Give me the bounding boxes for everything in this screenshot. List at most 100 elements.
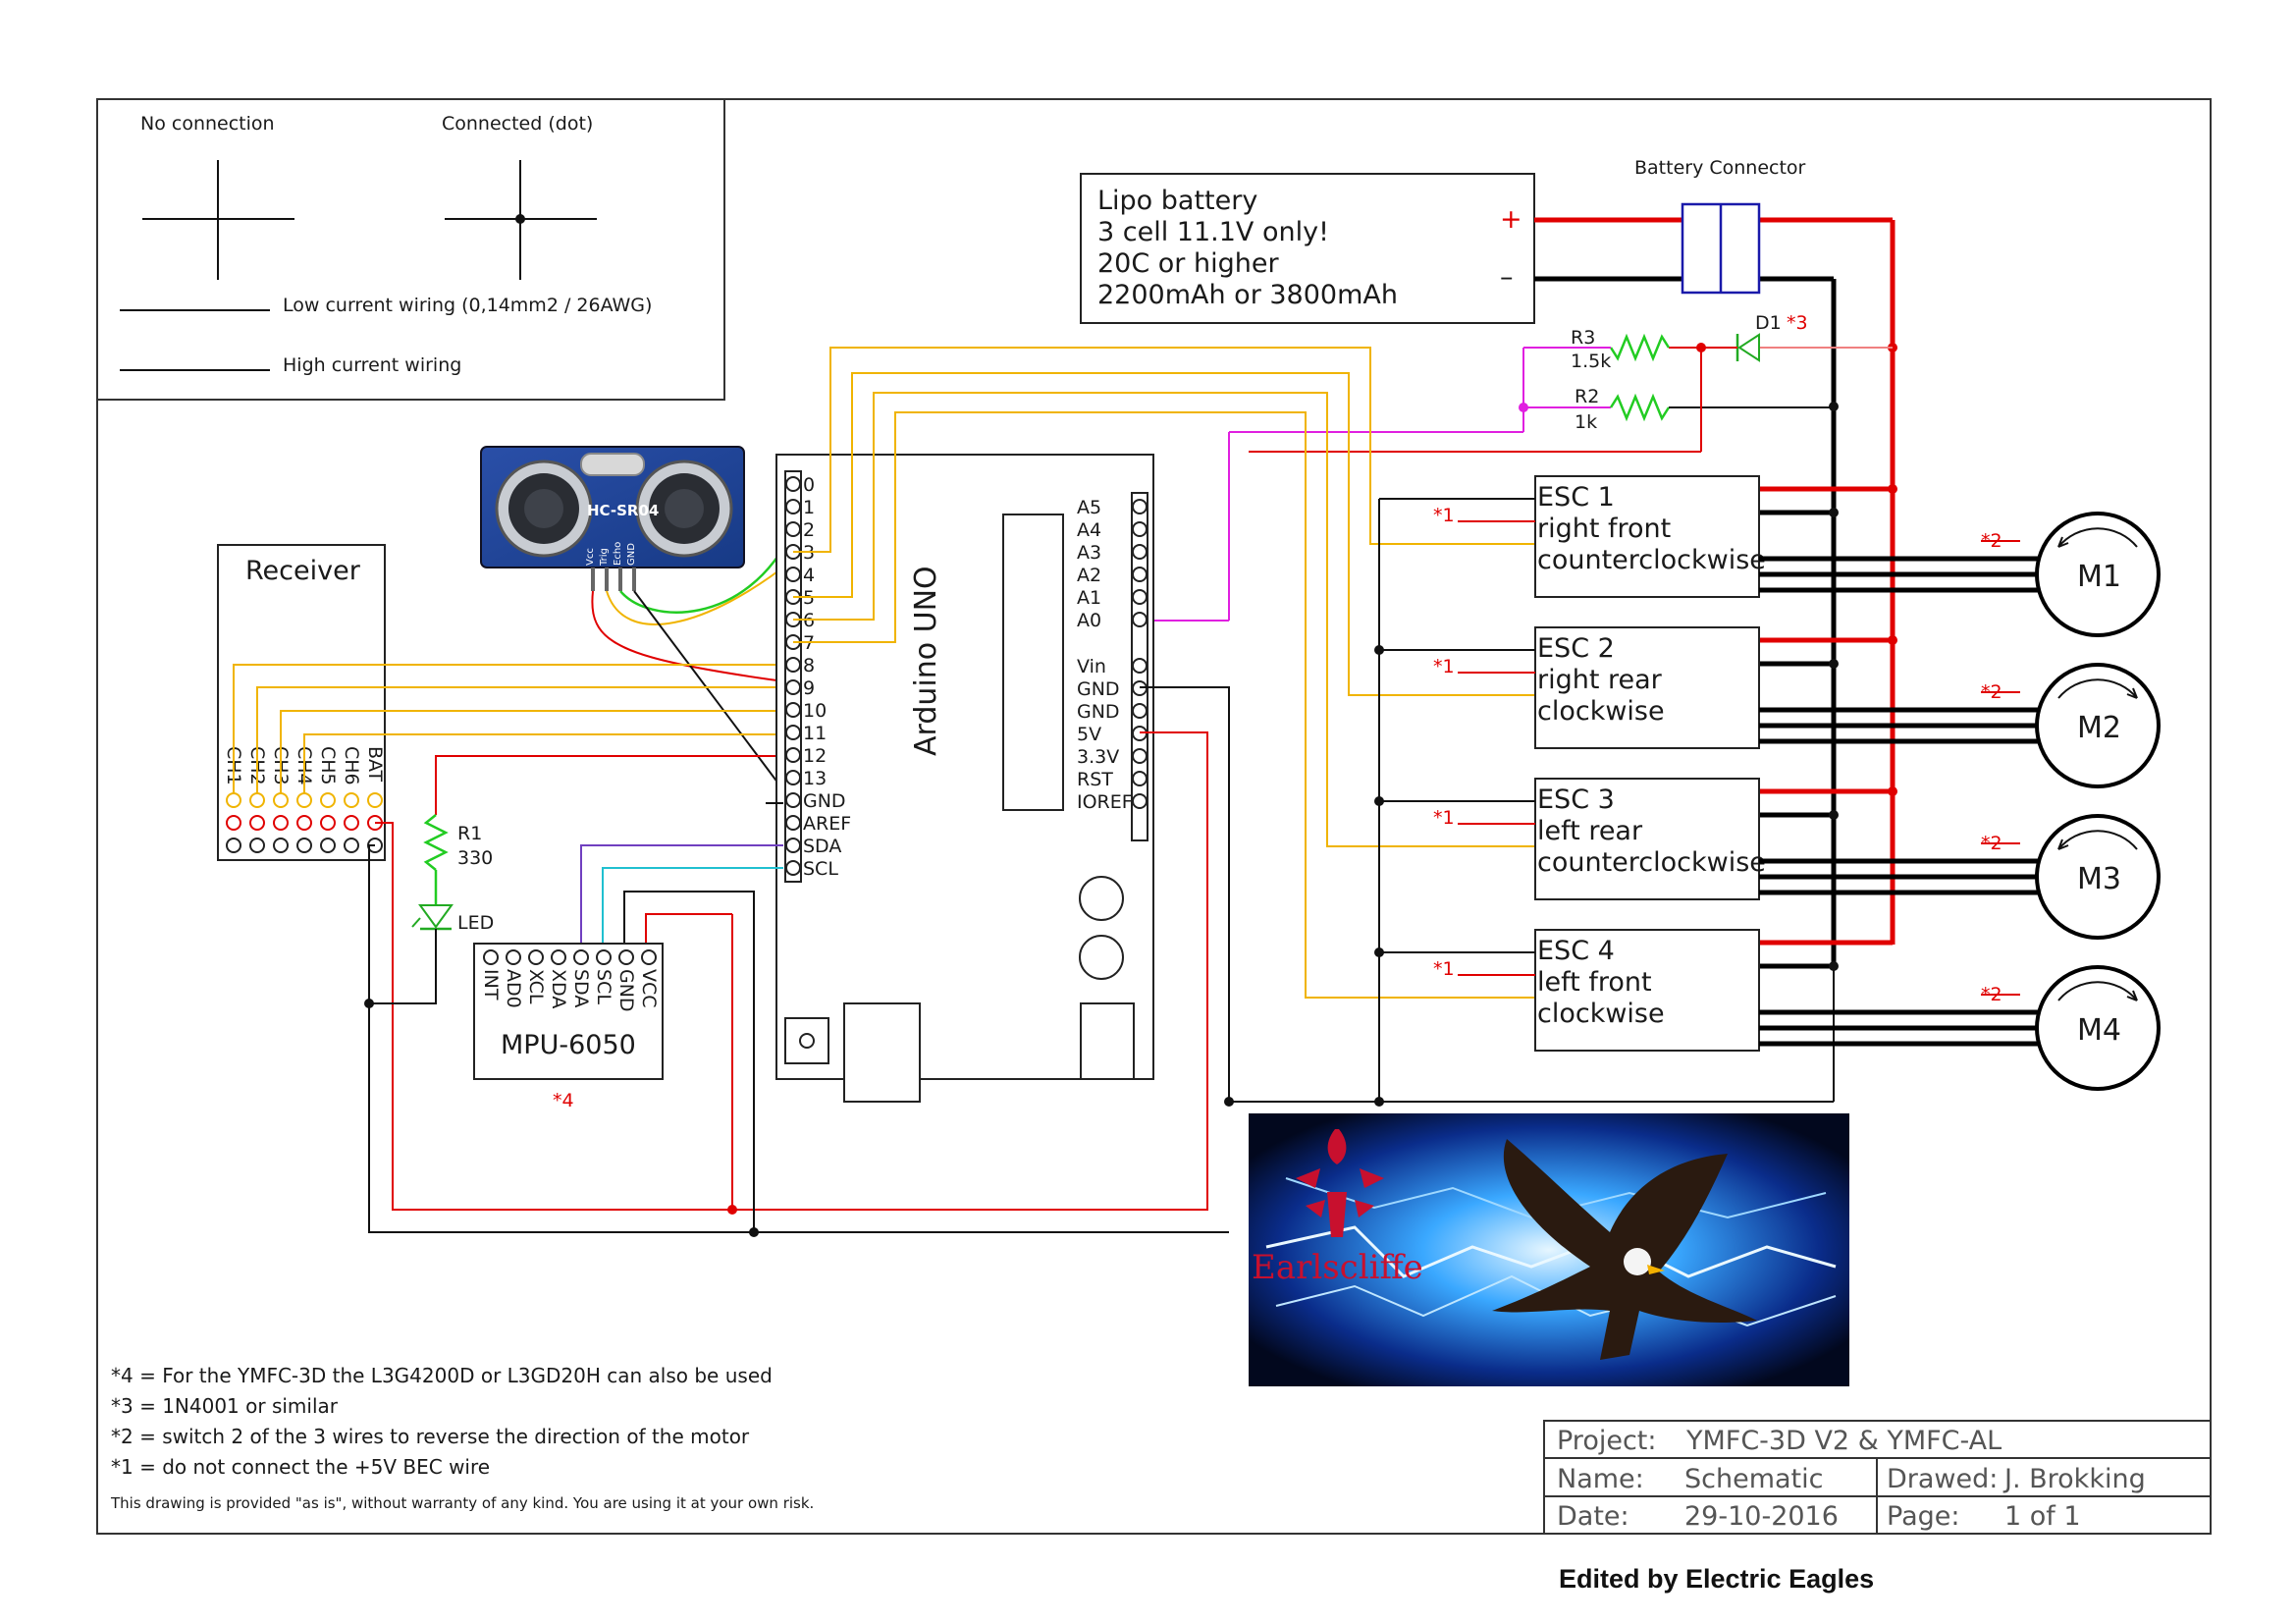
status-led-circuit: R1 330 LED [364, 755, 783, 1008]
arduino-pin-hole [785, 679, 801, 695]
battery-connector-label: Battery Connector [1634, 157, 1806, 179]
arduino-analog-pin-label: A4 [1077, 519, 1101, 541]
arduino-pin-hole [785, 567, 801, 582]
arduino-power-pin-label: Vin [1077, 656, 1106, 677]
esc-power-taps [1759, 343, 1897, 971]
footnote-3: *3 = 1N4001 or similar [111, 1394, 339, 1418]
arduino-power-pin-label: GND [1077, 678, 1120, 700]
esc-position: right rear [1537, 665, 1663, 695]
arduino-pin-hole [1132, 567, 1148, 582]
mpu-pin-label: SCL [593, 969, 614, 1004]
logo-text: Earlscliffe [1252, 1248, 1423, 1287]
esc-note: *1 [1433, 505, 1455, 526]
battery-line-1: Lipo battery [1097, 186, 1257, 216]
arduino-pin-hole [785, 838, 801, 853]
arduino-pin-hole [785, 702, 801, 718]
motor-m1: M1*2 [1759, 512, 2161, 637]
arduino-power-pin-label: RST [1077, 769, 1113, 790]
arduino-power-pin-label: GND [1077, 701, 1120, 723]
mpu-pin-label: XDA [548, 969, 569, 1008]
arduino-pin-hole [1132, 771, 1148, 786]
r3-value: 1.5k [1571, 351, 1611, 372]
sensor-pin-trig: Trig [599, 548, 610, 567]
arduino-digital-pin-label: SCL [803, 858, 838, 880]
mpu-6050: MPU-6050 *4 [473, 943, 664, 1111]
receiver-ch5: CH5 [317, 746, 339, 785]
arduino-pin-hole [1132, 658, 1148, 674]
arduino-pin-hole [785, 747, 801, 763]
sensor-pin-gnd: GND [626, 543, 637, 566]
hc-sr04-sensor: HC-SR04 Vcc Trig Echo GND [480, 446, 745, 591]
led-symbol [418, 904, 454, 929]
name-value: Schematic [1684, 1464, 1824, 1494]
arduino-pin-hole [785, 499, 801, 514]
footnote-4: *4 = For the YMFC-3D the L3G4200D or L3G… [111, 1364, 773, 1387]
esc-note: *1 [1433, 807, 1455, 829]
receiver-bat: BAT [364, 746, 386, 783]
arduino-pin-hole [785, 860, 801, 876]
drawed-value: J. Brokking [2002, 1464, 2146, 1494]
lipo-battery: Lipo battery 3 cell 11.1V only! 20C or h… [1080, 173, 1535, 324]
arduino-pin-hole [1132, 748, 1148, 764]
arduino-digital-pin-label: 10 [803, 700, 827, 722]
mpu-pin-hole [596, 949, 612, 965]
arduino-digital-pin-label: 12 [803, 745, 827, 767]
esc-note: *1 [1433, 656, 1455, 677]
arduino-pin-hole [785, 476, 801, 492]
eagle-silhouette [1492, 1139, 1757, 1360]
arduino-pin-hole [785, 815, 801, 831]
date-value: 29-10-2016 [1684, 1501, 1839, 1532]
led-label: LED [457, 912, 494, 934]
battery-line-3: 20C or higher [1097, 248, 1279, 279]
arduino-pin-hole [1132, 589, 1148, 605]
arduino-digital-pin-label: 4 [803, 565, 815, 586]
footnote-2: *2 = switch 2 of the 3 wires to reverse … [111, 1425, 750, 1448]
arduino-digital-pin-label: 1 [803, 497, 815, 518]
esc-direction: counterclockwise [1537, 847, 1766, 878]
sensor-pin-vcc: Vcc [585, 548, 596, 566]
esc-note: *1 [1433, 958, 1455, 980]
project-label: Project: [1557, 1426, 1656, 1456]
connection-dot [515, 214, 525, 224]
legend-connected: Connected (dot) [442, 113, 593, 135]
r2-name: R2 [1575, 386, 1599, 407]
battery-line-4: 2200mAh or 3800mAh [1097, 280, 1398, 310]
arduino-digital-pin-label: AREF [803, 813, 851, 835]
mpu-title: MPU-6050 [501, 1030, 636, 1060]
arduino-digital-pin-label: 0 [803, 474, 815, 496]
arduino-digital-pin-label: GND [803, 790, 846, 812]
electric-eagles-logo: Earlscliffe [1249, 1113, 1849, 1386]
footnote-1: *1 = do not connect the +5V BEC wire [111, 1455, 490, 1479]
arduino-digital-pin-label: 13 [803, 768, 827, 789]
arduino-digital-pin-label: SDA [803, 836, 841, 857]
arduino-power-pin-label: 5V [1077, 724, 1101, 745]
mpu-pin-label: SDA [570, 969, 592, 1007]
arduino-power-pin-label: IOREF [1077, 791, 1133, 813]
arduino-pin-hole [785, 657, 801, 673]
battery-minus: – [1500, 262, 1514, 293]
arduino-analog-pin-label: A1 [1077, 587, 1101, 609]
esc-name: ESC 2 [1537, 633, 1615, 664]
legend: No connection Connected (dot) Low curren… [96, 98, 725, 401]
arduino-pin-hole [785, 725, 801, 740]
receiver: Receiver CH1 CH2 CH3 CH4 CH5 CH6 BAT [217, 544, 386, 861]
arduino-digital-pin-label: 11 [803, 723, 827, 744]
legend-high-current: High current wiring [283, 354, 461, 376]
mpu-pin-label: GND [615, 969, 637, 1012]
battery-connector [1681, 202, 1761, 295]
clockwise-arrow-icon [2057, 678, 2138, 699]
page-value: 1 of 1 [2004, 1501, 2081, 1532]
mpu-pin-hole [618, 949, 634, 965]
mpu-pin-hole [528, 949, 544, 965]
mpu-pin-hole [641, 949, 657, 965]
esc-name: ESC 4 [1537, 936, 1615, 966]
mpu-pin-label: AD0 [503, 969, 524, 1008]
arduino-pin-hole [785, 770, 801, 785]
mpu-pin-label: XCL [525, 969, 547, 1004]
esc-direction: clockwise [1537, 999, 1665, 1029]
disclaimer: This drawing is provided "as is", withou… [110, 1494, 814, 1512]
battery-line-2: 3 cell 11.1V only! [1097, 217, 1329, 247]
